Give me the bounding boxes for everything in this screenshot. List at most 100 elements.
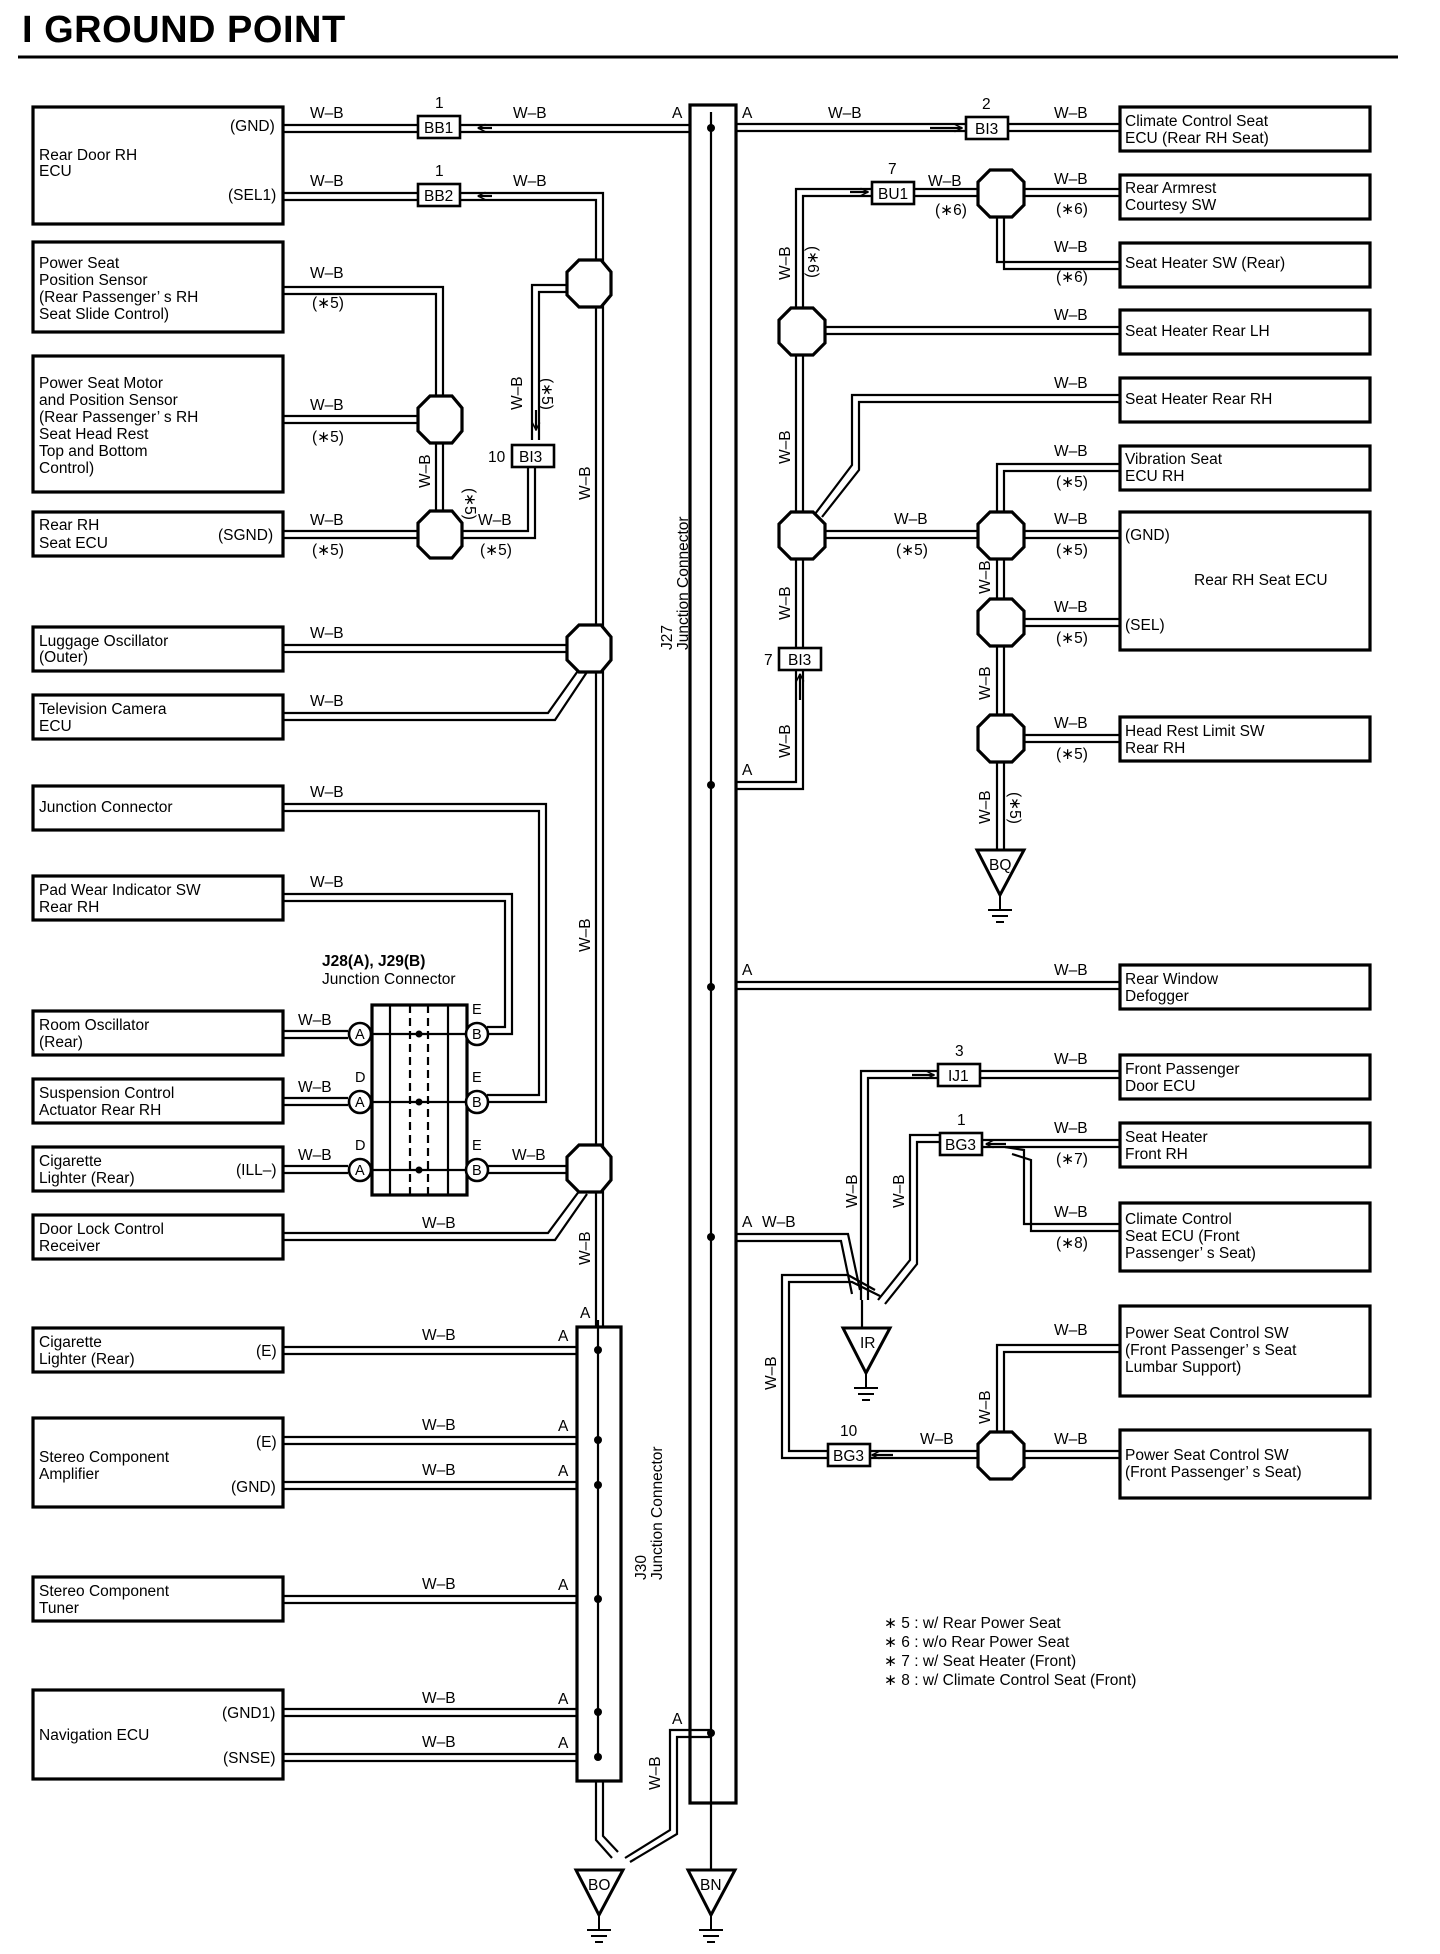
svg-text:ECU (Rear RH Seat): ECU (Rear RH Seat) xyxy=(1125,130,1269,147)
connector-bg3-1: BG3 1 xyxy=(938,1112,984,1157)
svg-text:Rear Armrest: Rear Armrest xyxy=(1125,180,1217,197)
svg-text:W–B: W–B xyxy=(977,790,994,824)
svg-text:B: B xyxy=(472,1095,482,1111)
svg-text:Actuator Rear RH: Actuator Rear RH xyxy=(39,1102,161,1119)
suspension-control-actuator: Suspension Control Actuator Rear RH xyxy=(31,1077,285,1125)
svg-text:(SGND): (SGND) xyxy=(218,527,273,544)
svg-text:W–B: W–B xyxy=(1054,443,1088,460)
svg-text:A: A xyxy=(558,1735,569,1752)
svg-text:(∗5): (∗5) xyxy=(1006,792,1023,824)
connector-bi3-2: BI3 2 xyxy=(964,96,1010,141)
svg-text:Cigarette: Cigarette xyxy=(39,1153,102,1170)
svg-text:and Position Sensor: and Position Sensor xyxy=(39,392,178,409)
door-lock-control-receiver: Door Lock Control Receiver xyxy=(31,1213,285,1261)
svg-text:A: A xyxy=(558,1577,569,1594)
right-wire-labels: A W–B W–B W–B (∗6) W–B (∗6) W–B (∗6) W–B… xyxy=(742,105,1088,1448)
svg-text:Front Passenger: Front Passenger xyxy=(1125,1061,1240,1078)
svg-text:W–B: W–B xyxy=(977,666,994,700)
ground-bq: BQ xyxy=(974,848,1027,923)
j30-junction-connector: J30 Junction Connector xyxy=(575,1320,666,1783)
svg-text:(E): (E) xyxy=(256,1434,277,1451)
svg-text:10: 10 xyxy=(488,449,506,466)
svg-text:W–B: W–B xyxy=(417,454,434,488)
svg-text:Pad Wear Indicator SW: Pad Wear Indicator SW xyxy=(39,882,201,899)
svg-text:1: 1 xyxy=(435,163,444,180)
svg-text:Rear Door RH: Rear Door RH xyxy=(39,147,137,164)
rear-door-rh-ecu: Rear Door RH ECU (GND) (SEL1) xyxy=(31,105,285,226)
wire-label: W–B xyxy=(577,918,594,952)
svg-text:Television Camera: Television Camera xyxy=(39,701,167,718)
left-bus: W–B W–B W–B A xyxy=(577,280,605,1327)
legend-item: ∗ 8 : w/ Climate Control Seat (Front) xyxy=(884,1672,1136,1689)
svg-text:Power Seat Motor: Power Seat Motor xyxy=(39,375,163,392)
svg-text:Stereo Component: Stereo Component xyxy=(39,1449,170,1466)
svg-text:Rear RH Seat ECU: Rear RH Seat ECU xyxy=(1194,572,1328,589)
svg-text:(∗5): (∗5) xyxy=(312,542,344,559)
svg-text:(∗5): (∗5) xyxy=(1056,746,1088,763)
svg-text:A: A xyxy=(558,1691,569,1708)
svg-text:(∗5): (∗5) xyxy=(312,295,344,312)
svg-text:W–B: W–B xyxy=(1054,171,1088,188)
j27-label: Junction Connector xyxy=(675,516,692,650)
svg-text:W–B: W–B xyxy=(1054,511,1088,528)
svg-text:W–B: W–B xyxy=(513,105,547,122)
svg-text:W–B: W–B xyxy=(422,1734,456,1751)
svg-text:IJ1: IJ1 xyxy=(948,1068,969,1085)
svg-text:BO: BO xyxy=(588,1877,610,1894)
svg-text:(SNSE): (SNSE) xyxy=(223,1750,276,1767)
svg-text:Seat Slide Control): Seat Slide Control) xyxy=(39,306,169,323)
svg-text:A: A xyxy=(558,1328,569,1345)
svg-text:Climate Control: Climate Control xyxy=(1125,1211,1232,1228)
svg-text:(Front Passenger’ s Seat: (Front Passenger’ s Seat xyxy=(1125,1342,1297,1359)
svg-text:BU1: BU1 xyxy=(878,186,908,203)
ground-bn: BN xyxy=(685,1868,738,1943)
svg-text:W–B: W–B xyxy=(762,1214,796,1231)
svg-text:W–B: W–B xyxy=(977,560,994,594)
svg-text:Door Lock Control: Door Lock Control xyxy=(39,1221,164,1238)
svg-text:Seat Heater Rear LH: Seat Heater Rear LH xyxy=(1125,323,1270,340)
svg-text:BB1: BB1 xyxy=(424,120,453,137)
svg-text:J28(A), J29(B): J28(A), J29(B) xyxy=(322,953,425,970)
svg-text:W–B: W–B xyxy=(509,376,526,410)
svg-text:Control): Control) xyxy=(39,460,94,477)
ground-bo: BO xyxy=(573,1868,626,1943)
svg-text:(∗5): (∗5) xyxy=(312,429,344,446)
svg-text:W–B: W–B xyxy=(928,173,962,190)
connector-bb2: BB2 1 xyxy=(416,163,462,208)
svg-text:Seat Heater Rear RH: Seat Heater Rear RH xyxy=(1125,391,1272,408)
svg-text:7: 7 xyxy=(764,652,773,669)
connector-bb1: BB1 1 xyxy=(416,95,462,140)
svg-text:W–B: W–B xyxy=(1054,239,1088,256)
svg-text:W–B: W–B xyxy=(478,512,512,529)
power-seat-control-sw-front: Power Seat Control SW (Front Passenger’ … xyxy=(1118,1428,1372,1500)
svg-text:W–B: W–B xyxy=(422,1417,456,1434)
svg-text:Position Sensor: Position Sensor xyxy=(39,272,148,289)
svg-text:W–B: W–B xyxy=(310,173,344,190)
j27-dots xyxy=(707,124,715,1737)
stereo-component-amplifier: Stereo Component Amplifier (E) (GND) xyxy=(31,1416,285,1509)
svg-text:(∗5): (∗5) xyxy=(461,488,478,520)
svg-text:W–B: W–B xyxy=(894,511,928,528)
svg-text:W–B: W–B xyxy=(422,1690,456,1707)
svg-text:W–B: W–B xyxy=(1054,1120,1088,1137)
svg-text:W–B: W–B xyxy=(1054,1204,1088,1221)
svg-text:E: E xyxy=(472,1138,482,1154)
svg-text:IR: IR xyxy=(860,1335,876,1352)
svg-text:A: A xyxy=(742,962,753,979)
climate-control-seat-ecu-rear: Climate Control Seat ECU (Rear RH Seat) xyxy=(1118,105,1372,153)
svg-text:W–B: W–B xyxy=(310,512,344,529)
svg-text:Defogger: Defogger xyxy=(1125,988,1189,1005)
svg-text:W–B: W–B xyxy=(1054,1051,1088,1068)
svg-text:Power Seat Control SW: Power Seat Control SW xyxy=(1125,1447,1289,1464)
svg-text:Luggage Oscillator: Luggage Oscillator xyxy=(39,633,168,650)
svg-text:BN: BN xyxy=(700,1877,722,1894)
svg-text:W–B: W–B xyxy=(512,1147,546,1164)
pad-wear-indicator-sw: Pad Wear Indicator SW Rear RH xyxy=(31,874,285,922)
svg-text:W–B: W–B xyxy=(1054,375,1088,392)
climate-control-seat-ecu-front: Climate Control Seat ECU (Front Passenge… xyxy=(1118,1201,1372,1273)
svg-text:Lighter (Rear): Lighter (Rear) xyxy=(39,1170,135,1187)
seat-heater-rear-lh: Seat Heater Rear LH xyxy=(1118,308,1372,356)
j27-id: J27 xyxy=(659,625,676,650)
seat-heater-rear-rh: Seat Heater Rear RH xyxy=(1118,376,1372,424)
svg-text:W–B: W–B xyxy=(310,693,344,710)
